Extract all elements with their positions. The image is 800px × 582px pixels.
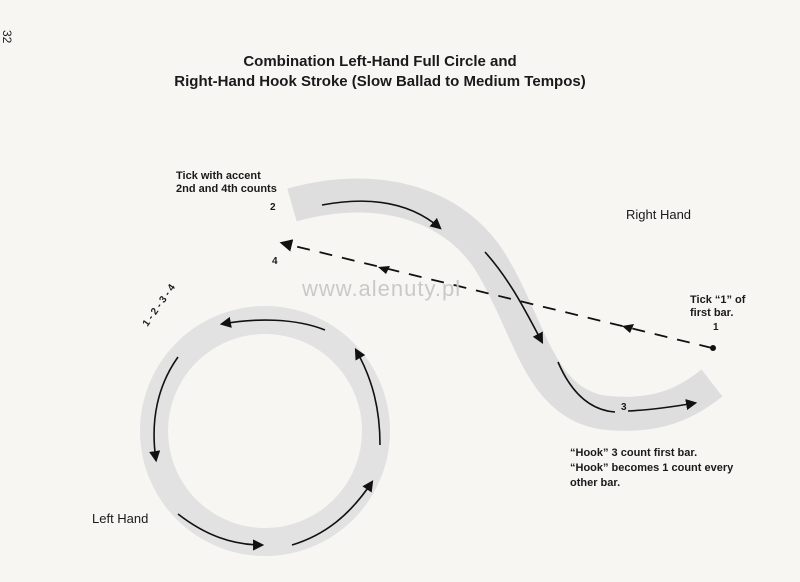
tick-mid-arrowhead-1 xyxy=(622,324,634,333)
right-hand-arrow-3 xyxy=(557,361,616,413)
left-hand-label: Left Hand xyxy=(92,511,149,526)
tick-one-line-2: first bar. xyxy=(690,307,734,319)
right-hand-band xyxy=(287,178,723,431)
tick-accent-label: Tick with accent 2nd and 4th counts xyxy=(176,170,277,196)
count-4: 4 xyxy=(272,256,278,267)
tick-one-label: Tick “1” of first bar. xyxy=(690,294,745,320)
left-hand-arrow-right xyxy=(354,348,381,446)
right-hand-arrow-2 xyxy=(484,251,544,344)
tick-start-dot xyxy=(710,345,716,351)
title-line-2: Right-Hand Hook Stroke (Slow Ballad to M… xyxy=(174,73,586,90)
tick-one-line-1: Tick “1” of xyxy=(690,294,746,306)
left-hand-arrow-left xyxy=(149,356,179,463)
watermark-text: www.alenuty.pl xyxy=(302,276,462,301)
hook-line-2: “Hook” becomes 1 count every xyxy=(570,462,734,474)
tick-accent-line-2: 2nd and 4th counts xyxy=(176,183,277,195)
right-hand-label: Right Hand xyxy=(626,207,692,222)
count-3: 3 xyxy=(621,402,627,413)
tick-mid-arrowhead-2 xyxy=(378,266,390,274)
tick-dashed-line xyxy=(279,239,713,349)
left-hand-arrow-bottom-right xyxy=(291,480,374,546)
count-1: 1 xyxy=(713,322,719,333)
left-hand-arrow-bottom xyxy=(177,513,265,551)
hook-label: “Hook” 3 count first bar. “Hook” becomes… xyxy=(570,446,733,491)
title-line-1: Combination Left-Hand Full Circle and xyxy=(243,53,517,70)
right-hand-arrow-1 xyxy=(321,200,442,230)
left-hand-arrow-top xyxy=(219,316,326,331)
left-hand-band xyxy=(140,306,390,556)
diagram-title: Combination Left-Hand Full Circle and Ri… xyxy=(0,52,760,92)
right-hand-arrow-4 xyxy=(627,399,698,412)
tick-accent-line-1: Tick with accent xyxy=(176,170,261,182)
hook-line-1: “Hook” 3 count first bar. xyxy=(570,447,698,459)
count-2: 2 xyxy=(270,202,276,213)
hook-line-3: other bar. xyxy=(570,477,621,489)
